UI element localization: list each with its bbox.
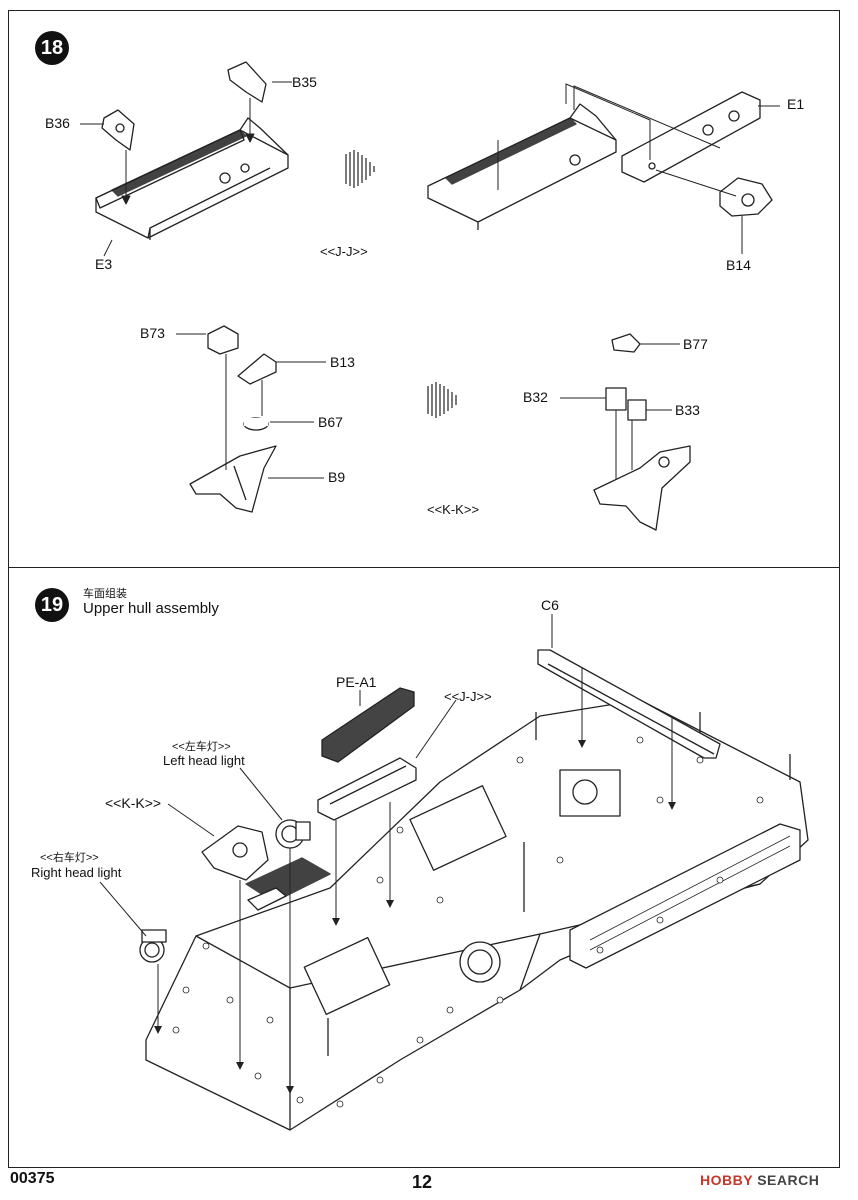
- label-b67: B67: [318, 414, 343, 430]
- part-b36-shape: [101, 109, 135, 151]
- label-pe-a1: PE-A1: [336, 674, 377, 690]
- label-left-head-light-en: Left head light: [163, 753, 245, 768]
- label-right-head-light-cn: <<右车灯>>: [40, 852, 99, 864]
- part-b14-shape: [719, 177, 773, 217]
- label-left-head-light-cn: <<左车灯>>: [172, 741, 231, 753]
- part-b13-shape: [237, 353, 277, 385]
- label-b13: B13: [330, 354, 355, 370]
- step-19-title-cn: 车面组装: [83, 588, 127, 600]
- label-c6: C6: [541, 597, 559, 613]
- label-b36: B36: [45, 115, 70, 131]
- part-c6-shape: [537, 649, 721, 759]
- left-head-light-shape: [275, 819, 311, 849]
- label-b77: B77: [683, 336, 708, 352]
- step-19-title-en: Upper hull assembly: [83, 600, 219, 617]
- step-number-19: 19: [35, 588, 69, 622]
- jj-assembly-shape: [317, 757, 417, 821]
- label-b14: B14: [726, 257, 751, 273]
- kk-assembly-shape: [201, 825, 269, 881]
- watermark-rest: SEARCH: [752, 1172, 820, 1188]
- label-b9: B9: [328, 469, 346, 485]
- assembled-b9-shape: [593, 445, 691, 531]
- part-pe-a1-shape: [321, 687, 415, 763]
- label-kk-ref: <<K-K>>: [105, 795, 162, 811]
- part-b67-shape: [243, 417, 269, 431]
- part-e3-shape: [95, 117, 289, 240]
- label-b73: B73: [140, 325, 165, 341]
- part-b35-shape: [227, 61, 267, 103]
- label-kk-view: <<K-K>>: [427, 502, 480, 517]
- label-right-head-light-en: Right head light: [31, 865, 122, 880]
- label-e3: E3: [95, 256, 113, 272]
- right-head-light-shape: [139, 929, 167, 963]
- part-b73-shape: [207, 325, 239, 355]
- part-e1-shape: [621, 91, 761, 183]
- part-b9-shape: [189, 445, 277, 513]
- label-b33: B33: [675, 402, 700, 418]
- part-b77-shape: [611, 333, 641, 353]
- product-code: 00375: [10, 1170, 55, 1187]
- page-number: 12: [412, 1172, 433, 1192]
- watermark-main: HOBBY: [700, 1172, 753, 1188]
- step-18-panel: [8, 10, 840, 568]
- label-e1: E1: [787, 96, 805, 112]
- label-b35: B35: [292, 74, 317, 90]
- label-jj-view: <<J-J>>: [320, 244, 368, 259]
- transition-arrow-2: [427, 382, 457, 418]
- watermark: HOBBY SEARCH: [700, 1172, 819, 1188]
- step-number-18: 18: [35, 31, 69, 65]
- upper-hull-shape: [145, 699, 809, 1131]
- assembled-e3-shape: [427, 103, 617, 230]
- label-b32: B32: [523, 389, 548, 405]
- transition-arrow-1: [345, 150, 375, 188]
- label-jj-ref: <<J-J>>: [444, 689, 492, 704]
